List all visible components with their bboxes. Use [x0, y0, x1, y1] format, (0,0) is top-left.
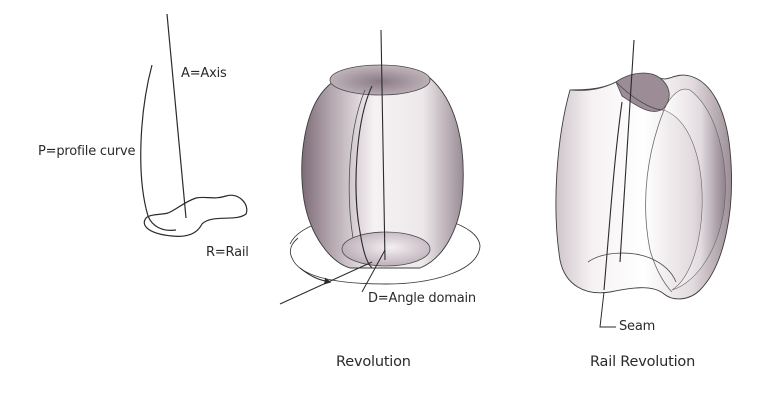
- revolution-figure: [279, 29, 481, 305]
- rail-revolution-figure: [555, 39, 732, 328]
- rail-bottom-outline: [587, 252, 677, 283]
- seam-line: [603, 101, 623, 291]
- angle-domain-front-arc: [289, 237, 481, 285]
- angle-domain-label: D=Angle domain: [368, 291, 476, 306]
- profile-curve: [140, 64, 177, 231]
- barrel-axis: [380, 29, 386, 261]
- barrel-top-opening: [329, 64, 431, 96]
- axis-line: [166, 13, 187, 219]
- angle-domain-pointer: [361, 249, 386, 293]
- rail-inner-fold: [645, 109, 673, 293]
- rail-top-fold: [615, 72, 670, 112]
- axis-label: A=Axis: [181, 66, 227, 81]
- barrel-bottom-disk: [341, 231, 431, 267]
- profile-curve-label: P=profile curve: [38, 144, 136, 159]
- inputs-diagram: [140, 13, 248, 237]
- angle-leader-line: [279, 261, 373, 305]
- rail-right-bulge: [663, 88, 726, 291]
- barrel-profile-curve: [355, 85, 373, 269]
- seam-label: Seam: [619, 319, 656, 334]
- rail-axis: [619, 39, 635, 263]
- seam-leader: [599, 291, 616, 328]
- rotation-arrow: [299, 267, 332, 285]
- revolution-caption: Revolution: [336, 354, 411, 370]
- rail-label: R=Rail: [206, 245, 249, 260]
- rail-revolution-caption: Rail Revolution: [590, 354, 696, 370]
- rail-curve: [143, 194, 248, 237]
